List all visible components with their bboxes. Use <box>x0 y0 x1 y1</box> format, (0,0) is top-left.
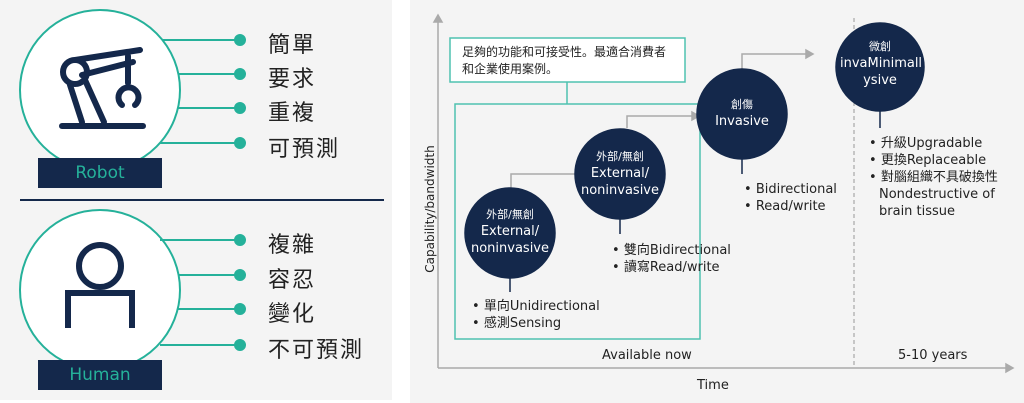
human-trait: 變化 <box>268 302 317 327</box>
bullet: • 對腦組織不具破換性 Nondestructive of brain tiss… <box>869 170 998 219</box>
stage-1-title: 外部/無創 External/ noninvasive <box>470 206 550 257</box>
stage-3-bullets: • Bidirectional • Read/write <box>744 181 837 215</box>
title-line: 創傷 <box>731 98 753 111</box>
callout-text: 足夠的功能和可接受性。最適合消費者和企業使用案例。 <box>462 45 667 76</box>
human-trait: 複雜 <box>268 233 317 258</box>
bullet: • 讀寫Read/write <box>612 260 720 275</box>
stage-1-bullets: • 單向Unidirectional • 感測Sensing <box>472 298 600 332</box>
available-now-box <box>454 103 701 340</box>
title-line: 微創 <box>869 40 891 53</box>
human-label: Human <box>38 360 162 390</box>
bullet: • 升級Upgradable <box>869 136 983 151</box>
bullet: • 感測Sensing <box>472 316 562 331</box>
bullet: • Bidirectional <box>744 182 837 197</box>
bullet: • 單向Unidirectional <box>472 299 600 314</box>
title-line: Invasive <box>715 114 769 129</box>
title-line: invaMinimall <box>840 56 923 71</box>
robot-connectors <box>160 34 246 149</box>
human-trait: 容忍 <box>268 268 317 293</box>
robot-label: Robot <box>38 158 162 188</box>
title-line: ysive <box>863 73 897 88</box>
stage-4-title: 微創 invaMinimall ysive <box>840 38 923 89</box>
title-line: noninvasive <box>470 241 550 256</box>
callout-box <box>449 37 686 83</box>
x-axis-label: Time <box>697 378 729 393</box>
y-axis-label: Capability/bandwidth <box>423 145 437 273</box>
stage-2-title: 外部/無創 External/ noninvasive <box>580 148 660 199</box>
stage-3-title: 創傷 Invasive <box>702 96 782 130</box>
title-line: External/ <box>480 224 540 239</box>
period-now: Available now <box>602 348 692 363</box>
title-line: 外部/無創 <box>596 150 644 163</box>
title-line: 外部/無創 <box>486 208 534 221</box>
robot-trait: 重複 <box>268 101 317 126</box>
axes <box>432 13 1015 374</box>
human-connectors <box>160 234 246 351</box>
bullet: • 雙向Bidirectional <box>612 243 731 258</box>
person-icon <box>65 242 135 328</box>
robot-circle <box>19 9 181 171</box>
bullet: • 更換Replaceable <box>869 153 987 168</box>
human-trait: 不可預測 <box>268 338 365 363</box>
bullet: • Read/write <box>744 199 826 214</box>
stage-4-bullets: • 升級Upgradable • 更換Replaceable • 對腦組織不具破… <box>869 135 1014 220</box>
robot-trait: 可預測 <box>268 137 341 162</box>
stage-circles <box>464 22 925 292</box>
stage-2-bullets: • 雙向Bidirectional • 讀寫Read/write <box>612 242 731 276</box>
title-line: noninvasive <box>580 183 660 198</box>
period-future: 5-10 years <box>898 348 968 363</box>
title-line: External/ <box>590 166 650 181</box>
robot-arm-icon <box>59 47 146 129</box>
robot-trait: 要求 <box>268 67 317 92</box>
robot-trait: 簡單 <box>268 33 317 58</box>
